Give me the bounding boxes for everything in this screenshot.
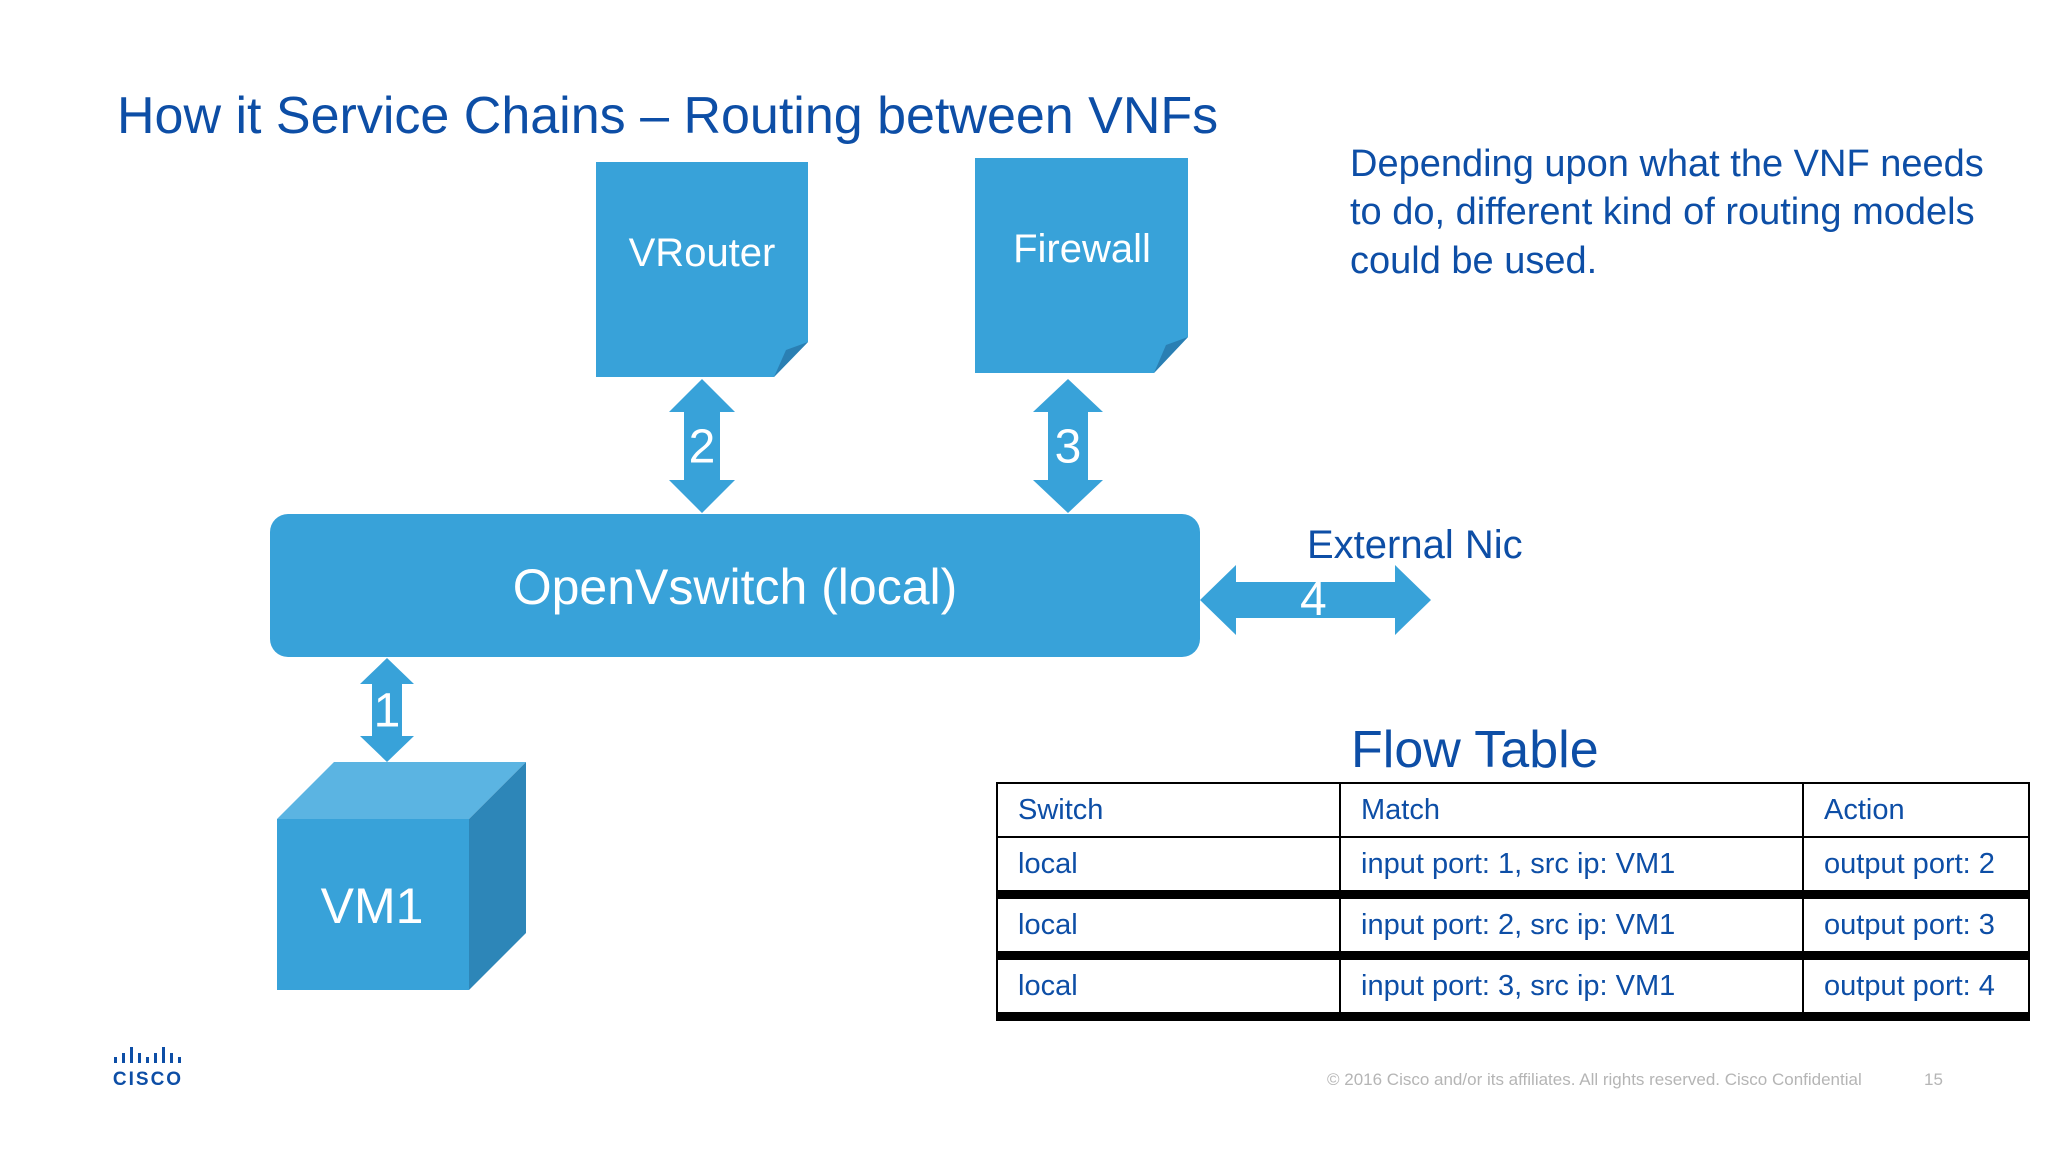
page-number: 15 [1924, 1070, 1943, 1089]
vrouter-box: VRouter [596, 162, 808, 377]
cell-action: output port: 4 [1802, 955, 2030, 1021]
port-2-label: 2 [689, 421, 716, 474]
cell-switch: local [996, 894, 1341, 960]
cell-action: output port: 2 [1802, 837, 2030, 899]
port-1-label: 1 [374, 685, 401, 738]
cell-switch: local [996, 837, 1341, 899]
cell-switch: local [996, 955, 1341, 1021]
copyright-footer: © 2016 Cisco and/or its affiliates. All … [1327, 1070, 1862, 1089]
vm1-label: VM1 [321, 878, 424, 934]
header-match: Match [1339, 782, 1804, 838]
cell-match: input port: 1, src ip: VM1 [1339, 837, 1804, 899]
vrouter-label: VRouter [629, 231, 776, 275]
cisco-logo-text: CISCO [113, 1069, 183, 1090]
flow-table-title: Flow Table [1351, 721, 1599, 779]
firewall-label: Firewall [1013, 227, 1151, 271]
table-row: local input port: 2, src ip: VM1 output … [996, 894, 2030, 960]
arrow-port-1: 1 [360, 658, 414, 762]
header-action: Action [1802, 782, 2030, 838]
cisco-logo: CISCO [113, 1047, 183, 1090]
openvswitch-box: OpenVswitch (local) [270, 514, 1200, 657]
cell-match: input port: 2, src ip: VM1 [1339, 894, 1804, 960]
port-3-label: 3 [1055, 421, 1082, 474]
external-nic-label: External Nic [1307, 523, 1523, 567]
cell-action: output port: 3 [1802, 894, 2030, 960]
description-text: Depending upon what the VNF needs to do,… [1350, 143, 1984, 282]
table-row: local input port: 3, src ip: VM1 output … [996, 955, 2030, 1021]
firewall-box: Firewall [975, 158, 1188, 373]
cell-match: input port: 3, src ip: VM1 [1339, 955, 1804, 1021]
table-row: local input port: 1, src ip: VM1 output … [996, 837, 2030, 899]
slide-title: How it Service Chains – Routing between … [117, 87, 1219, 145]
arrow-port-4 [1200, 565, 1431, 635]
arrow-port-3: 3 [1033, 379, 1103, 513]
openvswitch-label: OpenVswitch (local) [513, 559, 958, 615]
arrow-port-2: 2 [669, 379, 735, 513]
flow-table-header-row: Switch Match Action [996, 782, 2030, 838]
vm1-cube: VM1 [277, 762, 526, 990]
header-switch: Switch [996, 782, 1341, 838]
flow-table: Switch Match Action local input port: 1,… [996, 782, 2030, 1021]
port-4-label: 4 [1300, 573, 1327, 626]
